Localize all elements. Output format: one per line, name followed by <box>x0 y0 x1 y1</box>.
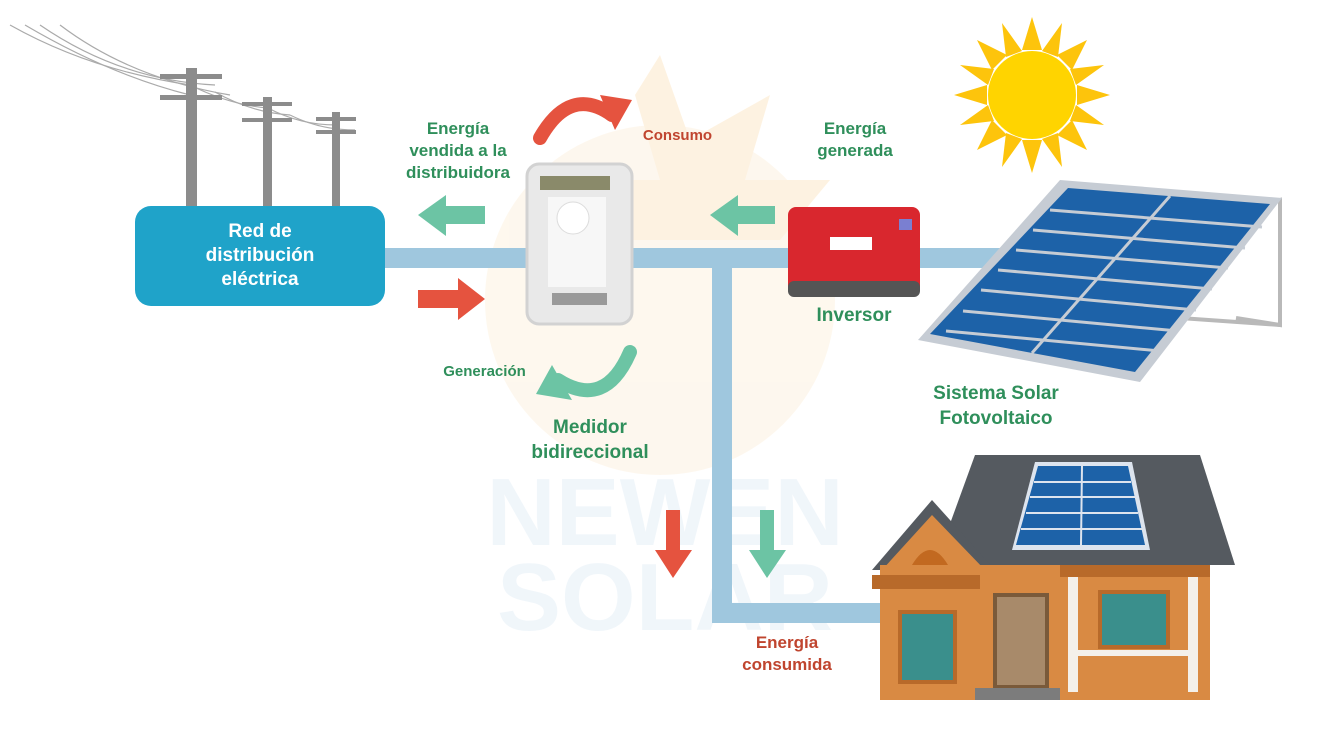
buy-arrow <box>418 278 485 320</box>
pv-system-label: Sistema Solar Fotovoltaico <box>933 383 1059 429</box>
grid-distribution-box: Red de distribución eléctrica <box>135 206 385 306</box>
generation-curved-arrow <box>551 345 637 398</box>
grid-label: Red de distribución eléctrica <box>205 221 315 290</box>
meter-label: Medidor bidireccional <box>531 417 649 463</box>
consumption-arrowhead <box>600 95 632 130</box>
utility-poles-icon <box>160 68 356 208</box>
consumption-label: Consumo <box>642 127 713 144</box>
consumed-energy-label: Energía consumida <box>742 633 832 675</box>
inverter-icon <box>788 207 920 297</box>
watermark-line1: NEWEN <box>486 459 843 566</box>
generated-arrow <box>710 195 775 236</box>
inverter-label: Inversor <box>816 305 892 326</box>
consumed-red-arrow <box>655 510 692 578</box>
generation-arrowhead <box>536 365 572 400</box>
sold-energy-label: Energía vendida a la distribuidora <box>406 119 510 183</box>
energy-pipes <box>383 248 1013 623</box>
sun-icon <box>954 17 1110 173</box>
generated-energy-label: Energía generada <box>817 119 893 161</box>
sold-arrow <box>418 195 485 236</box>
watermark-sun-rays <box>575 55 830 240</box>
power-lines <box>9 24 356 131</box>
consumed-green-arrow <box>749 510 786 578</box>
generation-label: Generación <box>443 363 526 380</box>
consumption-curved-arrow <box>533 97 619 145</box>
bidirectional-meter-icon <box>525 162 634 326</box>
house-icon <box>872 455 1235 700</box>
solar-panel-icon <box>918 180 1282 382</box>
